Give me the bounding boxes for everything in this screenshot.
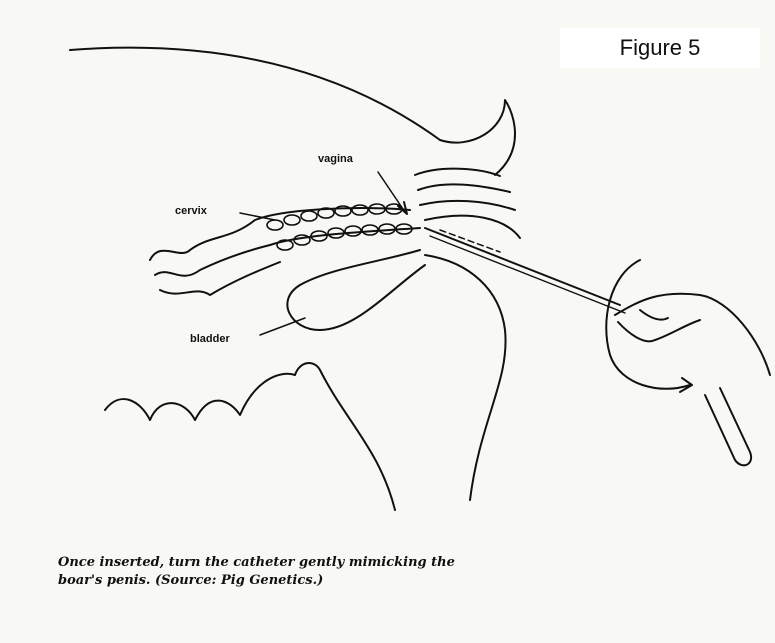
- caption-line-2: boar's penis. (Source: Pig Genetics.): [58, 572, 618, 590]
- bladder-outline: [287, 250, 425, 330]
- cervix-label: cervix: [175, 205, 208, 217]
- hand-outline: [615, 294, 770, 375]
- rear-outline: [440, 100, 515, 175]
- figure-caption: Once inserted, turn the catheter gently …: [58, 554, 618, 590]
- cervix-folds: [267, 204, 412, 250]
- vagina-label: vagina: [318, 153, 354, 165]
- back-outline: [70, 48, 440, 140]
- catheter-handle: [705, 388, 751, 465]
- bladder-leader: [260, 318, 305, 335]
- bladder-label: bladder: [190, 333, 230, 345]
- vulva-outline: [415, 169, 500, 176]
- rotation-arrow: [606, 260, 690, 389]
- catheter: [425, 228, 620, 305]
- caption-line-1: Once inserted, turn the catheter gently …: [58, 554, 618, 572]
- lower-body-outline: [425, 255, 506, 500]
